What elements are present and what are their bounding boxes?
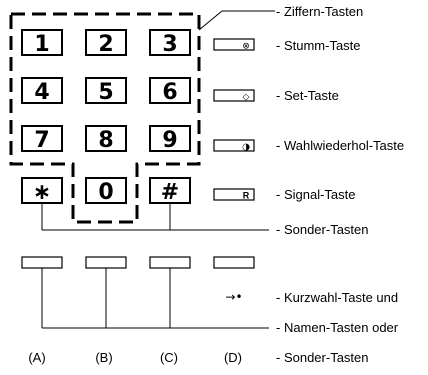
ziffern-leader-line [198, 10, 275, 31]
digit-key-8-label: 8 [98, 128, 113, 153]
digit-key-7-label: 7 [34, 128, 49, 153]
star-key[interactable]: ∗ [21, 177, 63, 205]
digit-keys-dashed-outline [9, 12, 201, 224]
digit-key-2[interactable]: 2 [85, 29, 127, 57]
name-key-d[interactable] [213, 256, 255, 269]
digit-key-9[interactable]: 9 [149, 125, 191, 153]
digit-key-5-label: 5 [98, 80, 113, 105]
label-kurzwahl-taste: - Kurzwahl-Taste und [276, 290, 398, 305]
name-key-a[interactable] [21, 256, 63, 269]
digit-key-0[interactable]: 0 [85, 177, 127, 205]
column-label-c: (C) [160, 350, 178, 365]
digit-key-3-label: 3 [162, 32, 177, 57]
digit-key-0-label: 0 [98, 180, 113, 205]
column-label-b: (B) [95, 350, 112, 365]
wahlwiederhol-key[interactable]: ◑ [213, 139, 255, 153]
digit-key-6[interactable]: 6 [149, 77, 191, 105]
mute-icon: ⊗ [242, 42, 250, 52]
hash-key[interactable]: # [149, 177, 191, 205]
digit-key-2-label: 2 [98, 32, 113, 57]
set-key[interactable]: ◇ [213, 89, 255, 103]
column-label-a: (A) [28, 350, 45, 365]
label-stumm-taste: - Stumm-Taste [276, 38, 361, 53]
digit-key-4-label: 4 [34, 80, 49, 105]
digit-key-9-label: 9 [162, 128, 177, 153]
label-signal-taste: - Signal-Taste [276, 187, 355, 202]
redial-icon: ◑ [242, 143, 250, 153]
digit-key-1-label: 1 [34, 32, 49, 57]
column-label-d: (D) [224, 350, 242, 365]
stumm-key[interactable]: ⊗ [213, 38, 255, 52]
hash-key-label: # [161, 180, 179, 205]
signal-key[interactable]: R [213, 188, 255, 201]
digit-key-5[interactable]: 5 [85, 77, 127, 105]
label-wahlwiederhol-taste: - Wahlwiederhol-Taste [276, 138, 404, 153]
label-namen-tasten: - Namen-Tasten oder [276, 320, 399, 335]
signal-key-symbol: R [243, 191, 250, 201]
label-sonder-tasten-top: - Sonder-Tasten [276, 222, 369, 237]
digit-key-8[interactable]: 8 [85, 125, 127, 153]
name-key-c[interactable] [149, 256, 191, 269]
digit-key-6-label: 6 [162, 80, 177, 105]
label-set-taste: - Set-Taste [276, 88, 339, 103]
star-key-label: ∗ [33, 180, 51, 205]
arrow-dot-icon: →• [225, 290, 242, 304]
label-ziffern-tasten: - Ziffern-Tasten [276, 4, 363, 19]
name-key-b[interactable] [85, 256, 127, 269]
label-sonder-tasten-bottom: - Sonder-Tasten [276, 350, 369, 365]
digit-key-7[interactable]: 7 [21, 125, 63, 153]
digit-key-3[interactable]: 3 [149, 29, 191, 57]
digit-key-1[interactable]: 1 [21, 29, 63, 57]
diamond-icon: ◇ [243, 93, 250, 103]
digit-key-4[interactable]: 4 [21, 77, 63, 105]
